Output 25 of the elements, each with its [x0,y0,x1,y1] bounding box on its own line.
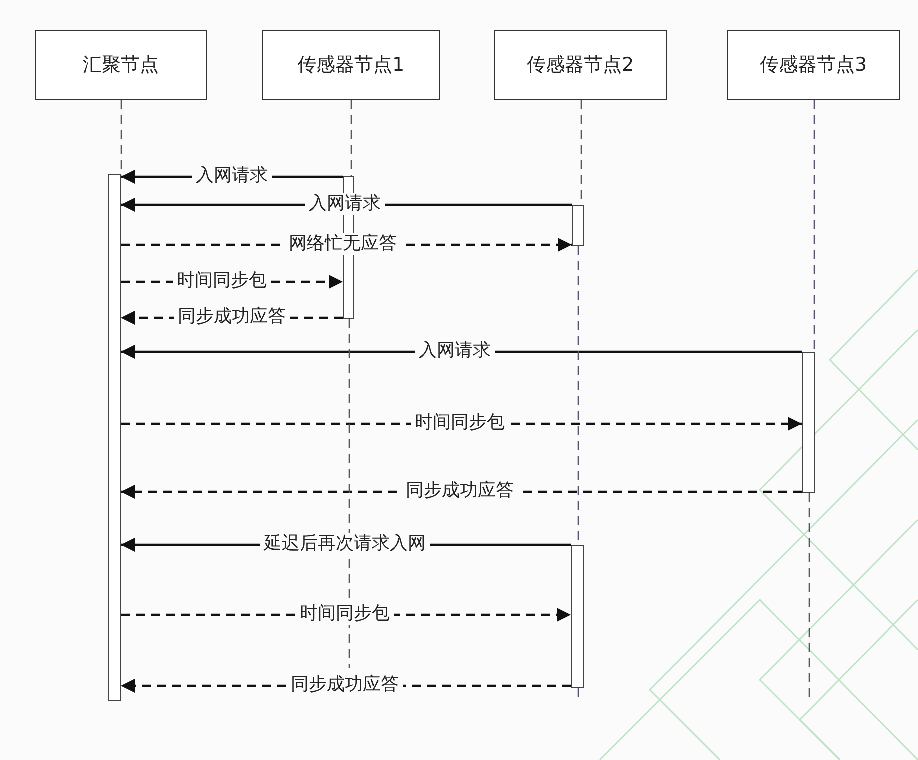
activation-bar [572,205,584,246]
participant-box [727,30,900,100]
activation-bar [571,545,584,688]
lifeline [348,319,350,668]
participant-box [494,30,667,100]
edge-label: 入网请求 [192,165,272,187]
edge-label: 延迟后再次请求入网 [260,533,430,555]
participant-box [262,30,440,100]
edge-label: 入网请求 [415,340,495,362]
activation-bar [108,174,121,701]
edge-label: 同步成功应答 [402,480,518,502]
participant-label: 汇聚节点 [83,53,159,78]
edge-label: 网络忙无应答 [285,233,401,255]
edge-label: 入网请求 [305,193,385,215]
lifeline [808,493,810,700]
lifeline [578,688,580,700]
participant-label: 传感器节点2 [526,53,634,78]
participant-label: 传感器节点1 [297,53,405,78]
lifeline [350,100,352,176]
participant-box [35,30,207,100]
message-arrow [121,345,802,359]
activation-bar [802,352,815,493]
participant-label: 传感器节点3 [760,53,868,78]
edge-label: 同步成功应答 [174,306,290,328]
lifeline [814,100,816,352]
